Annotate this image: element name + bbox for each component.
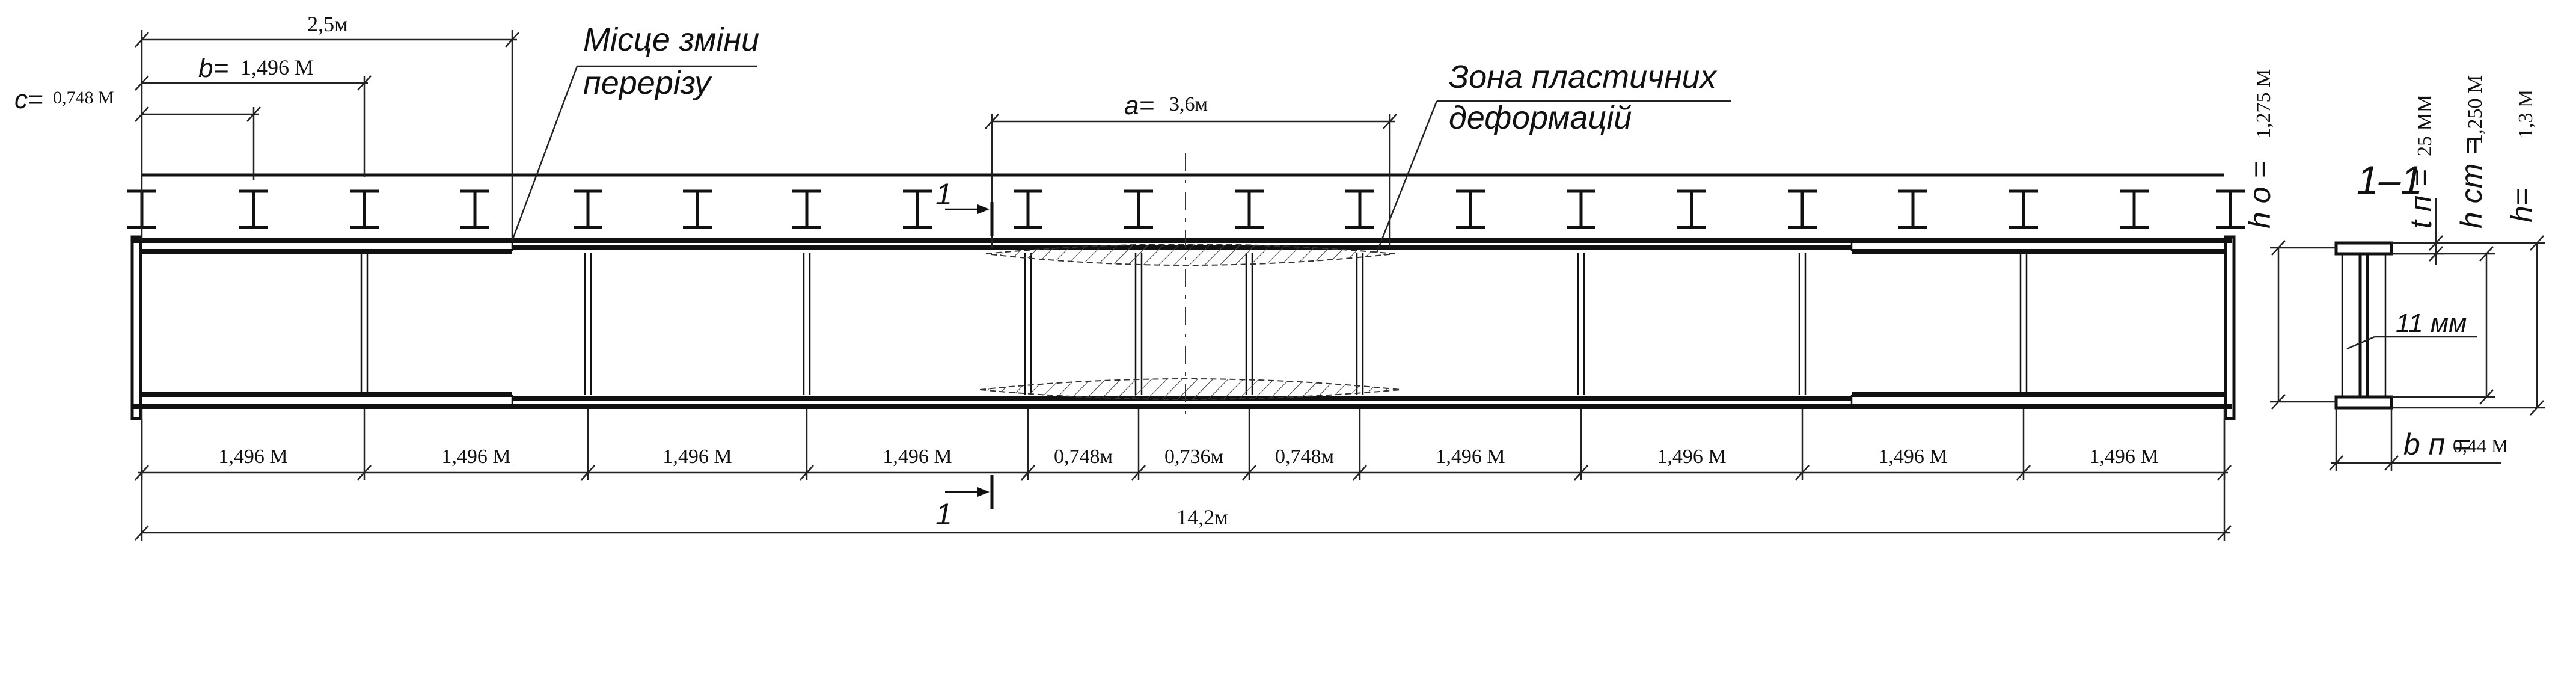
section-cut-marks: 1 1 (935, 177, 994, 531)
ibeam-symbol (1677, 189, 1706, 229)
chain-dim-label: 1,496 М (441, 446, 510, 468)
total-length-dim: 14,2м (135, 419, 2232, 541)
notes: Місце зміни перерізу Зона пластичних деф… (511, 22, 1731, 253)
chain-tick (357, 465, 372, 481)
ibeam-symbol (1014, 189, 1042, 229)
ibeam-symbol (1788, 189, 1817, 229)
tn-value: 25 ММ (2414, 94, 2436, 156)
tn-label: t п = (2404, 170, 2438, 229)
ibeam-symbol (2120, 189, 2149, 229)
ibeam-symbol (350, 189, 379, 229)
cross-section-1-1: 1–1 11 мм h о = 1,275 М t п = 25 ММ (2243, 69, 2545, 471)
chain-dim-label: 0,748м (1054, 446, 1113, 468)
h-label: h= (2505, 188, 2539, 223)
ibeam-symbol (460, 189, 489, 229)
section-top-flange (2334, 241, 2393, 256)
change-leader (511, 66, 578, 241)
plastic-zone-top (985, 244, 1395, 266)
ibeam-symbol (2216, 189, 2245, 229)
section-mark-top: 1 (935, 177, 952, 211)
hst-value: 1,250 М (2464, 75, 2486, 144)
ibeam-symbol (1456, 189, 1485, 229)
web-thickness: 11 мм (2396, 309, 2467, 338)
chain-tick (1131, 465, 1146, 481)
ibeam-symbol (1124, 189, 1153, 229)
a-prefix: a= (1124, 91, 1154, 120)
b-prefix: b= (198, 54, 228, 83)
chain-tick (2016, 465, 2031, 481)
top-dimensions: 2,5м b= 1,496 М c= 0,748 М a= 3,6м (14, 12, 1397, 248)
chain-dim-label: 0,748м (1275, 446, 1334, 468)
note-change-line2: перерізу (583, 65, 712, 101)
stiffener (1798, 253, 1807, 395)
h-value: 1,3 М (2515, 90, 2537, 138)
stiffeners (360, 253, 2028, 395)
stiffener (584, 253, 592, 395)
stiffener (1134, 253, 1143, 395)
section-bottom-flange (2334, 395, 2393, 410)
note-plastic-line1: Зона пластичних (1449, 59, 1718, 95)
ibeam-symbol (1235, 189, 1264, 229)
bn-value: 0,44 М (2453, 435, 2508, 456)
ibeam-symbol (1898, 189, 1927, 229)
ibeam-symbol (1567, 189, 1595, 229)
note-change-line1: Місце зміни (583, 22, 759, 58)
ibeam-symbol (1345, 189, 1374, 229)
stiffener (803, 253, 811, 395)
chain-tick (1353, 465, 1367, 481)
chain-tick (1021, 465, 1035, 481)
b-value: 1,496 М (240, 55, 314, 79)
bn-label: b п = (2403, 428, 2471, 461)
chain-dim-label: 1,496 М (218, 446, 287, 468)
section-title: 1–1 (2357, 158, 2423, 202)
dim-2-5m: 2,5м (307, 12, 348, 36)
h0-value: 1,275 М (2253, 69, 2275, 138)
chain-dim-label: 0,736м (1164, 446, 1223, 468)
main-girder (130, 153, 2236, 420)
c-value: 0,748 М (53, 88, 114, 108)
total-length-text: 14,2м (1176, 505, 1228, 529)
a-value: 3,6м (1169, 93, 1208, 115)
stiffener (1024, 253, 1032, 395)
stiffener (2019, 253, 2028, 395)
chain-tick (800, 465, 814, 481)
chain-tick (1795, 465, 1810, 481)
chain-dim-label: 1,496 М (662, 446, 732, 468)
stiffener (1245, 253, 1253, 395)
h0-label: h о = (2243, 161, 2277, 229)
stiffener (1356, 253, 1364, 395)
chain-dim-label: 1,496 М (1878, 446, 1947, 468)
ibeam-symbol (903, 189, 932, 229)
ibeam-symbol (792, 189, 821, 229)
chain-dim-label: 1,496 М (883, 446, 952, 468)
ibeam-symbol (239, 189, 268, 229)
chain-dim-label: 1,496 М (1657, 446, 1726, 468)
plastic-leader (1375, 100, 1438, 253)
secondary-beams (127, 189, 2245, 229)
hst-label: h ст = (2455, 138, 2488, 229)
chain-tick (1242, 465, 1256, 481)
chain-dim-label: 1,496 М (2089, 446, 2158, 468)
ibeam-symbol (683, 189, 712, 229)
plastic-zone-bottom (979, 378, 1401, 400)
end-plate-right (2224, 235, 2236, 420)
ibeam-symbol (574, 189, 602, 229)
ibeam-symbol (2009, 189, 2038, 229)
chain-dim-label: 1,496 М (1436, 446, 1505, 468)
end-plate-left (130, 235, 142, 420)
stiffener (360, 253, 369, 395)
chain-tick (581, 465, 595, 481)
c-prefix: c= (14, 85, 43, 114)
chain-tick (1574, 465, 1588, 481)
stiffener (1577, 253, 1585, 395)
bottom-dimension-chain: 1,496 М 1,496 М 1,496 М 1,496 М 0,748м 0,736м… (135, 409, 2232, 481)
section-mark-bottom: 1 (935, 497, 952, 531)
note-plastic-line2: деформацій (1449, 100, 1632, 136)
